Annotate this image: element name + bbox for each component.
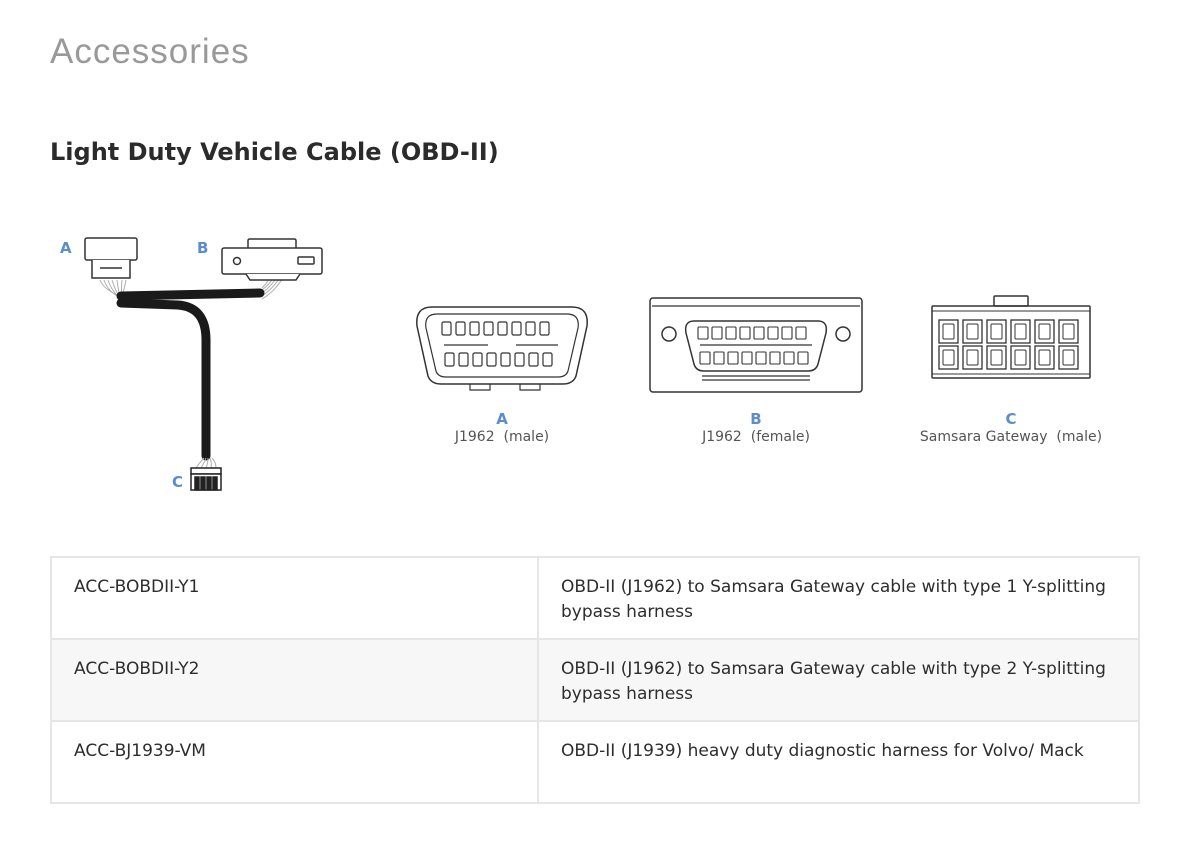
cable-diagram: A B C A J1962 (male) B J1962 (female) C …	[60, 237, 1116, 491]
part-description: OBD-II (J1962) to Samsara Gateway cable …	[537, 638, 1140, 722]
connector-label-a: A J1962 (male)	[412, 410, 592, 445]
connector-letter: B	[750, 410, 762, 428]
connector-description: J1962 (female)	[702, 429, 810, 445]
connector-label-c: C Samsara Gateway (male)	[906, 410, 1116, 445]
connector-label-b: B J1962 (female)	[656, 410, 856, 445]
part-description: OBD-II (J1939) heavy duty diagnostic har…	[537, 720, 1140, 804]
callout-a: A	[60, 239, 72, 257]
section-title: Light Duty Vehicle Cable (OBD-II)	[50, 138, 499, 166]
j1962-female-face	[649, 297, 863, 393]
table-row: ACC-BOBDII-Y1 OBD-II (J1962) to Samsara …	[50, 556, 1140, 640]
wire-strands-c	[195, 457, 217, 469]
cable-connector-a	[84, 237, 138, 279]
gateway-male-face	[931, 295, 1091, 379]
part-description: OBD-II (J1962) to Samsara Gateway cable …	[537, 556, 1140, 640]
part-number: ACC-BOBDII-Y1	[50, 556, 539, 640]
callout-b: B	[197, 239, 209, 257]
connector-description: Samsara Gateway (male)	[919, 429, 1103, 445]
j1962-male-face	[416, 306, 588, 391]
table-row: ACC-BOBDII-Y2 OBD-II (J1962) to Samsara …	[50, 638, 1140, 722]
table-row: ACC-BJ1939-VM OBD-II (J1939) heavy duty …	[50, 720, 1140, 804]
connector-letter: A	[496, 410, 508, 428]
cable-connector-c	[190, 467, 222, 491]
cable-illustration	[84, 237, 1091, 491]
accessories-table: ACC-BOBDII-Y1 OBD-II (J1962) to Samsara …	[50, 556, 1140, 804]
part-number: ACC-BJ1939-VM	[50, 720, 539, 804]
cable-connector-b	[221, 238, 323, 281]
callout-c: C	[172, 473, 184, 491]
connector-letter: C	[1005, 410, 1017, 428]
connector-description: J1962 (male)	[454, 429, 550, 445]
page-heading: Accessories	[50, 32, 250, 71]
y-cable	[116, 288, 265, 461]
part-number: ACC-BOBDII-Y2	[50, 638, 539, 722]
